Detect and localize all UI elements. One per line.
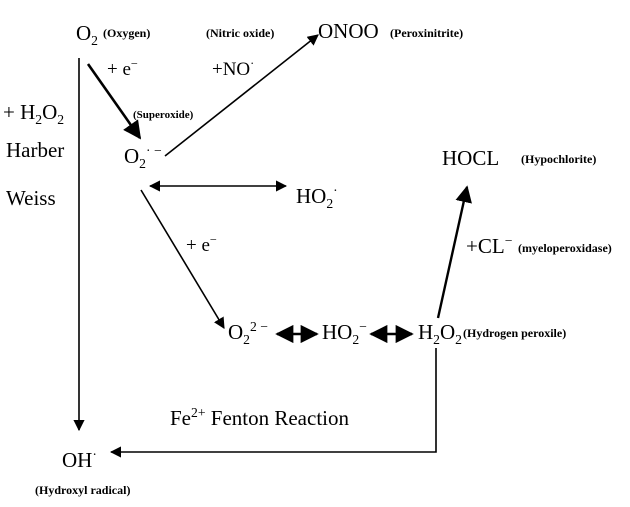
hocl: HOCL xyxy=(442,146,500,170)
fenton-reaction: Fe2+ Fenton Reaction xyxy=(170,405,349,430)
superoxide: O2· − xyxy=(124,143,162,172)
chloride-add: +CL− xyxy=(466,233,513,258)
ho2-anion: HO2− xyxy=(322,319,367,348)
hydroxyl-radical-label: (Hydroxyl radical) xyxy=(35,483,131,497)
o2-oxygen: O2 xyxy=(76,21,98,49)
harber-label: Harber xyxy=(6,138,65,162)
oxygen-label: (Oxygen) xyxy=(103,26,151,40)
arrow-h2o2-to-oh xyxy=(109,348,437,458)
arrow-h2o2-to-hocl xyxy=(436,185,472,319)
peroxinitrite-label: (Peroxinitrite) xyxy=(390,26,464,40)
nitric-oxide-label: (Nitric oxide) xyxy=(206,26,275,40)
arrow-superoxide-to-onoo xyxy=(164,34,319,157)
hypochlorite-label: (Hypochlorite) xyxy=(521,152,597,166)
ho2-radical: HO2· xyxy=(296,183,338,212)
weiss-label: Weiss xyxy=(6,186,56,210)
myeloperoxidase-label: (myeloperoxidase) xyxy=(518,241,612,255)
arrow-o2-to-superoxide xyxy=(86,63,142,140)
electron-add-2: + e− xyxy=(186,232,217,256)
superoxide-label: (Superoxide) xyxy=(133,109,194,121)
hydroxyl-radical: OH· xyxy=(62,447,97,472)
h2o2-add: + H2O2 xyxy=(3,100,65,128)
peroxide-anion: O22 − xyxy=(228,319,268,348)
hydrogen-peroxide-label: (Hydrogen peroxile) xyxy=(463,326,567,340)
electron-add-1: + e− xyxy=(107,56,138,80)
nitric-oxide-add: +NO· xyxy=(212,56,255,80)
h2o2: H2O2 xyxy=(418,320,462,348)
arrow-superoxide-to-peroxide-anion xyxy=(140,189,225,329)
onoo: ONOO xyxy=(318,19,379,43)
